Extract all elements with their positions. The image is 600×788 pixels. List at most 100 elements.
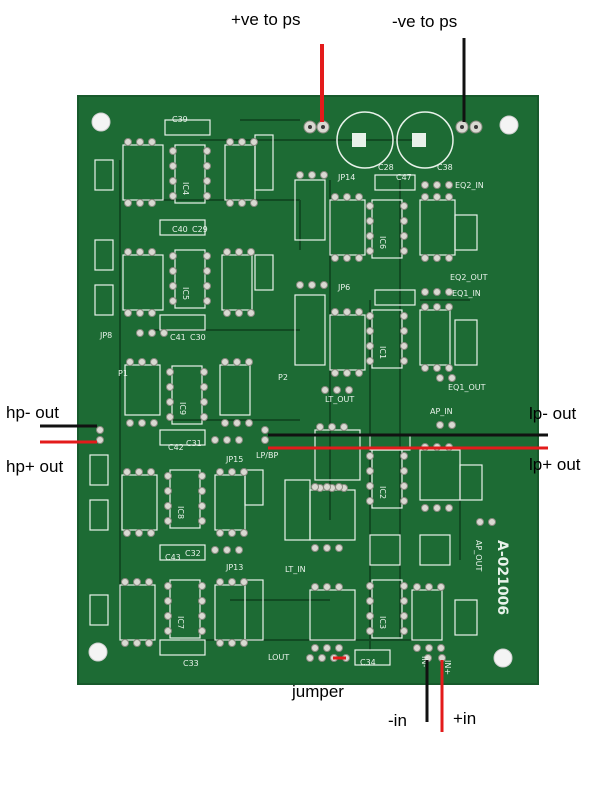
pcb-pad — [169, 177, 177, 185]
ic-outlines — [169, 144, 403, 639]
power-input-pads — [303, 120, 483, 134]
pcb-pad — [200, 383, 208, 391]
pcb-pad — [311, 644, 319, 652]
electrolytic-caps — [336, 111, 454, 169]
svg-text:EQ1_IN: EQ1_IN — [452, 289, 481, 298]
pcb-pad — [216, 578, 224, 586]
pcb-pad — [421, 193, 429, 201]
pcb-pad — [221, 358, 229, 366]
pcb-pad — [331, 193, 339, 201]
pcb-pad — [200, 368, 208, 376]
pcb-pad — [366, 232, 374, 240]
pcb-pad — [400, 357, 408, 365]
pcb-pad — [355, 369, 363, 377]
pcb-pad — [366, 342, 374, 350]
pcb-pad — [148, 329, 156, 337]
pcb-pad — [400, 217, 408, 225]
pcb-pad — [355, 254, 363, 262]
pcb-pad — [148, 309, 156, 317]
pcb-pad — [169, 252, 177, 260]
pcb-pad — [400, 467, 408, 475]
pcb-pad — [433, 303, 441, 311]
pcb-pad — [136, 329, 144, 337]
svg-text:LP/BP: LP/BP — [256, 451, 278, 460]
pcb-pad — [316, 423, 324, 431]
pcb-pad — [400, 582, 408, 590]
svg-text:JP14: JP14 — [337, 173, 355, 182]
pcb-pad — [421, 181, 429, 189]
pcb-pad — [296, 281, 304, 289]
pcb-pad — [166, 368, 174, 376]
pcb-pad — [366, 482, 374, 490]
pcb-pad — [245, 419, 253, 427]
pcb-pad — [228, 639, 236, 647]
pcb-pad — [335, 544, 343, 552]
svg-text:IC4: IC4 — [181, 182, 190, 195]
pcb-pad — [355, 308, 363, 316]
svg-text:EQ2_IN: EQ2_IN — [455, 181, 484, 190]
silkscreen-text: C39 C40 C29 C41 C30 C42 C31 C43 C32 C33 … — [99, 115, 488, 675]
pcb-pad — [145, 578, 153, 586]
pcb-pad — [306, 654, 314, 662]
svg-text:EQ1_OUT: EQ1_OUT — [448, 383, 486, 392]
pcb-pad — [233, 358, 241, 366]
pcb-pad — [223, 546, 231, 554]
pcb-pad — [150, 358, 158, 366]
pcb-pad — [323, 583, 331, 591]
pcb-pad — [198, 487, 206, 495]
pcb-pad — [123, 529, 131, 537]
pcb-pad — [328, 423, 336, 431]
pcb-pad — [488, 518, 496, 526]
pcb-pad — [400, 452, 408, 460]
pcb-pad — [421, 254, 429, 262]
pcb-pad — [335, 644, 343, 652]
pcb-pad — [135, 468, 143, 476]
pcb-pad — [203, 297, 211, 305]
pcb-pad — [323, 483, 331, 491]
pcb-pad — [226, 199, 234, 207]
ic-labels: IC4 IC5 IC9 IC8 IC7 IC6 IC1 IC2 IC3 — [176, 182, 387, 629]
pcb-pad — [164, 502, 172, 510]
pcb-pad — [164, 627, 172, 635]
svg-text:EQ2_OUT: EQ2_OUT — [450, 273, 488, 282]
pcb-pad — [198, 502, 206, 510]
pcb-pad — [445, 288, 453, 296]
pcb-pad — [216, 639, 224, 647]
pcb-pad — [433, 288, 441, 296]
svg-text:C34: C34 — [360, 658, 376, 667]
svg-text:IC3: IC3 — [378, 616, 387, 629]
pcb-pad — [235, 248, 243, 256]
svg-text:LOUT: LOUT — [268, 653, 289, 662]
pcb-pad — [425, 644, 433, 652]
pcb-pad — [366, 597, 374, 605]
svg-text:P1: P1 — [118, 369, 128, 378]
pcb-pad — [421, 288, 429, 296]
pcb-pad — [366, 327, 374, 335]
svg-text:C28: C28 — [378, 163, 394, 172]
svg-text:AP_OUT: AP_OUT — [474, 540, 483, 571]
svg-text:JP15: JP15 — [225, 455, 243, 464]
pcb-pad — [136, 309, 144, 317]
pcb-pad — [211, 436, 219, 444]
pcb-pad — [169, 192, 177, 200]
svg-text:IC8: IC8 — [176, 506, 185, 519]
pcb-pad — [445, 181, 453, 189]
hp-plus-out-label: hp+ out — [6, 457, 64, 476]
pcb-pad — [311, 583, 319, 591]
svg-text:JP6: JP6 — [337, 283, 350, 292]
pcb-pad — [445, 254, 453, 262]
pcb-pad — [433, 504, 441, 512]
pcb-pad — [240, 639, 248, 647]
pcb-pad — [223, 436, 231, 444]
pcb-pad — [247, 248, 255, 256]
pcb-pad — [436, 374, 444, 382]
pcb-pad — [433, 364, 441, 372]
svg-text:C42: C42 — [168, 443, 184, 452]
pcb-pad — [123, 468, 131, 476]
pcb-pad — [228, 529, 236, 537]
svg-text:LT_OUT: LT_OUT — [325, 395, 354, 404]
pcb-pad — [320, 281, 328, 289]
pcb-pad — [366, 217, 374, 225]
svg-text:C29: C29 — [192, 225, 208, 234]
pcb-pad — [138, 358, 146, 366]
